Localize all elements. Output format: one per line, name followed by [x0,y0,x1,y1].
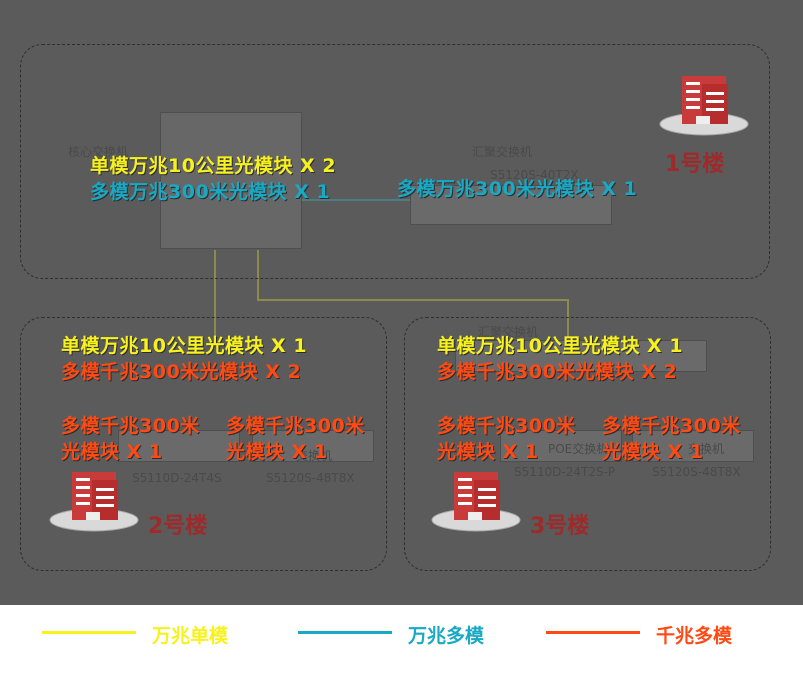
core-switch-label: 核心交换机 [68,145,129,159]
building2-label: 2号楼 [148,514,208,539]
building3-switch-right [632,430,754,462]
building3-uplink-single-mode: 单模万兆10公里光模块 X 1 [437,335,684,357]
building3-switch-right-label: 交换机 [688,442,725,456]
building2-switch-left [118,430,240,462]
building2-uplink-multi-mode: 多模千兆300米光模块 X 2 [61,361,302,383]
building3-icon [431,472,521,532]
building2-switch-label: 交换机 [296,449,333,463]
legend: 万兆单模 万兆多模 千兆多模 [0,605,803,682]
building2-right-module-line1: 多模千兆300米 [226,415,365,437]
legend-line-10g-multi-mode [298,631,392,634]
legend-label-10g-single-mode: 万兆单模 [152,625,229,647]
building1-icon [659,76,749,136]
building2-model-left: S5110D-24T4S [132,471,222,485]
legend-label-10g-multi-mode: 万兆多模 [408,625,485,647]
building3-poe-label: POE交换机 [548,442,609,456]
legend-label-1g-multi-mode: 千兆多模 [656,625,733,647]
building3-right-module-line1: 多模千兆300米 [602,415,741,437]
building3-left-module-line2: 光模块 X 1 [437,441,539,463]
building2-right-module-line2: 光模块 X 1 [226,441,328,463]
agg-switch-label: 汇聚交换机 [472,145,533,159]
link-lines [214,199,569,340]
agg-switch-model: S5120S-40T2X [490,168,579,182]
building3-agg-label: 汇聚交换机 [478,325,539,339]
agg-switch [410,185,612,225]
link-core-building3 [257,250,569,340]
building3-agg-switch [455,340,707,372]
building3-switch-left [500,430,622,462]
building2-model-right: S5120S-48T8X [266,471,355,485]
building3-zone [404,317,771,571]
agg-module-multi-mode: 多模万兆300米光模块 X 1 [397,178,638,200]
building3-left-module-line1: 多模千兆300米 [437,415,576,437]
building1-zone [20,44,770,279]
building2-uplink-single-mode: 单模万兆10公里光模块 X 1 [61,335,308,357]
building3-model-right: S5120S-48T8X [652,465,741,479]
legend-line-10g-single-mode [42,631,136,634]
building3-right-module-line2: 光模块 X 1 [602,441,704,463]
network-diagram: 核心交换机 汇聚交换机 S5120S-40T2X 单模万兆10公里光模块 X 2… [0,0,803,605]
building3-model-left: S5110D-24T2S-P [514,465,616,479]
building3-label: 3号楼 [530,514,590,539]
core-module-single-mode: 单模万兆10公里光模块 X 2 [90,155,337,177]
core-switch-chassis [160,112,302,249]
building1-label: 1号楼 [665,152,725,177]
building2-left-module-line1: 多模千兆300米 [61,415,200,437]
legend-line-1g-multi-mode [546,631,640,634]
core-module-multi-mode: 多模万兆300米光模块 X 1 [90,181,331,203]
building2-switch-right [252,430,374,462]
building2-left-module-line2: 光模块 X 1 [61,441,163,463]
building3-uplink-multi-mode: 多模千兆300米光模块 X 2 [437,361,678,383]
building2-zone [20,317,387,571]
building2-icon [49,472,139,532]
